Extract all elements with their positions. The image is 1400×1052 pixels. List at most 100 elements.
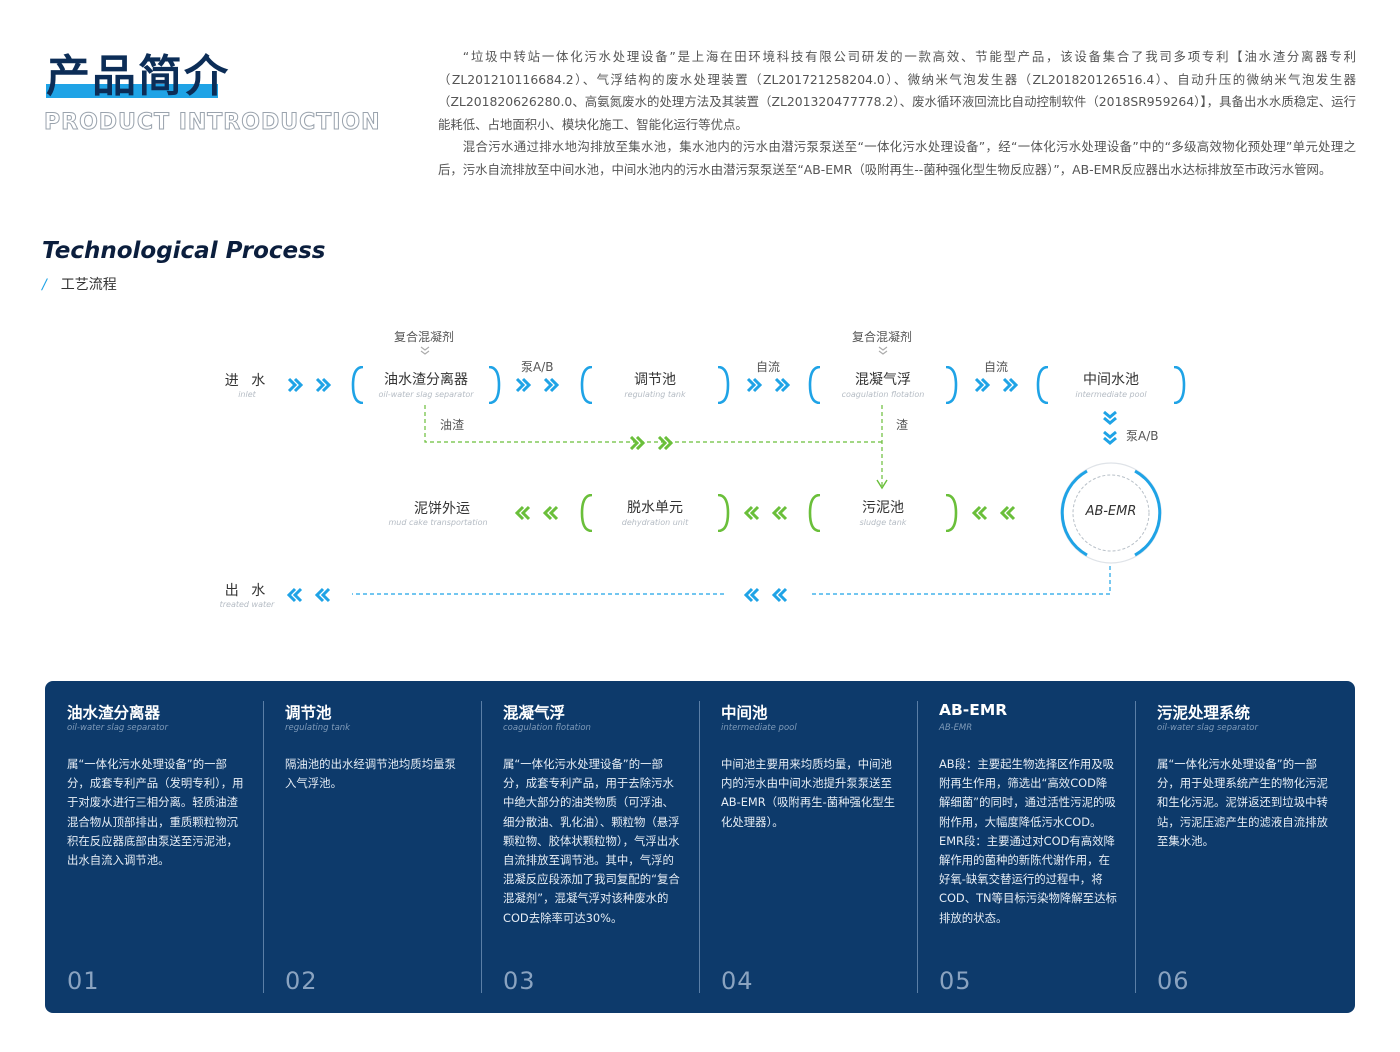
node-intermediate-en: intermediate pool — [1075, 389, 1147, 399]
column-title: 污泥处理系统 — [1157, 704, 1251, 722]
node-regulating: 调节池 regulating tank — [580, 366, 730, 404]
column-divider — [481, 701, 482, 993]
node-bracket — [580, 366, 730, 404]
inlet-label: 进 水 inlet — [202, 370, 292, 399]
node-sludge: 污泥池 sludge tank — [808, 494, 958, 532]
flow-label-1: 自流 — [756, 360, 781, 374]
title-underline-bar — [46, 84, 218, 98]
slag-label: 渣 — [896, 418, 909, 432]
node-sludge-cn: 污泥池 — [862, 499, 904, 516]
double-chevron-left-icon — [744, 587, 788, 603]
chevron-down-icon — [420, 346, 430, 355]
column-body: 隔油池的出水经调节池均质均量泵入气浮池。 — [285, 755, 463, 793]
node-dehydration: 脱水单元 dehydration unit — [580, 494, 730, 532]
column-title: 调节池 — [285, 704, 332, 722]
info-panel: 油水渣分离器 oil-water slag separator 属“一体化污水处… — [45, 681, 1355, 1013]
oil-slag-label: 油渣 — [440, 418, 465, 432]
pump-label-1: 泵A/B — [521, 360, 554, 374]
double-chevron-right-icon — [287, 377, 332, 393]
process-title: Technological Process — [42, 238, 326, 264]
column-body-paragraph: EMR段：主要通过对COD有高效降解作用的菌种的新陈代谢作用，在好氧-缺氧交替运… — [939, 833, 1117, 925]
outlet-cn: 出 水 — [224, 583, 270, 599]
info-column-2: 调节池 regulating tank 隔油池的出水经调节池均质均量泵入气浮池。… — [263, 681, 481, 1013]
flow-lines — [352, 405, 1111, 595]
mudcake-label: 泥饼外运 mud cake transportation — [388, 498, 488, 527]
double-chevron-left-icon — [744, 505, 788, 521]
intro-text: “垃圾中转站一体化污水处理设备”是上海在田环境科技有限公司研发的一款高效、节能型… — [438, 46, 1356, 181]
flow-label-2: 自流 — [984, 360, 1009, 374]
column-body: AB段：主要起生物选择区作用及吸附再生作用，筛选出“高效COD降解细菌”的同时，… — [939, 755, 1117, 928]
column-number: 02 — [285, 967, 318, 995]
node-abemr: AB-EMR — [1059, 461, 1163, 565]
column-subtitle: coagulation flotation — [503, 723, 591, 733]
node-bracket — [1036, 366, 1186, 404]
column-title: 中间池 — [721, 704, 768, 722]
column-title: 混凝气浮 — [503, 704, 566, 722]
column-subtitle: regulating tank — [285, 723, 351, 733]
column-subtitle: AB-EMR — [939, 723, 973, 733]
inlet-cn: 进 水 — [224, 373, 270, 389]
double-chevron-right-icon — [515, 377, 560, 393]
agent-label-2: 复合混凝剂 — [852, 330, 913, 344]
column-subtitle: oil-water slag separator — [1157, 723, 1258, 733]
column-number: 04 — [721, 967, 754, 995]
column-divider — [1135, 701, 1136, 993]
column-body: 属“一体化污水处理设备”的一部分，用于处理系统产生的物化污泥和生化污泥。泥饼返还… — [1157, 755, 1335, 851]
node-coagulation-en: coagulation flotation — [841, 389, 925, 399]
column-number: 05 — [939, 967, 972, 995]
column-title: AB-EMR — [939, 701, 1008, 719]
node-intermediate: 中间水池 intermediate pool — [1036, 366, 1186, 404]
info-column-1: 油水渣分离器 oil-water slag separator 属“一体化污水处… — [45, 681, 263, 1013]
column-body: 中间池主要用来均质均量，中间池内的污水由中间水池提升泵泵送至AB-EMR（吸附再… — [721, 755, 899, 832]
process-subtitle: /工艺流程 — [42, 274, 117, 294]
double-chevron-down-icon — [1103, 410, 1117, 445]
column-number: 01 — [67, 967, 100, 995]
chevron-down-icon — [878, 346, 888, 355]
double-chevron-right-icon — [746, 377, 791, 393]
mudcake-en: mud cake transportation — [388, 518, 488, 527]
intro-paragraph-2: 混合污水通过排水地沟排放至集水池，集水池内的污水由潜污泵泵送至“一体化污水处理设… — [438, 139, 1356, 177]
node-dehydration-cn: 脱水单元 — [627, 499, 683, 516]
double-chevron-left-icon — [972, 505, 1016, 521]
node-bracket — [580, 494, 730, 532]
node-separator-en: oil-water slag separator — [378, 389, 474, 399]
node-dehydration-en: dehydration unit — [621, 517, 689, 527]
outlet-dashed-line-right — [810, 566, 1111, 595]
node-separator-cn: 油水渣分离器 — [384, 371, 468, 388]
column-body-paragraph: 中间池主要用来均质均量，中间池内的污水由中间水池提升泵泵送至AB-EMR（吸附再… — [721, 757, 896, 829]
agent-label-1: 复合混凝剂 — [394, 330, 455, 344]
column-subtitle: intermediate pool — [721, 723, 797, 733]
node-regulating-cn: 调节池 — [634, 371, 676, 388]
node-regulating-en: regulating tank — [624, 389, 686, 399]
double-chevron-left-icon — [287, 587, 331, 603]
info-column-5: AB-EMR AB-EMR AB段：主要起生物选择区作用及吸附再生作用，筛选出“… — [917, 681, 1135, 1013]
outlet-label: 出 水 treated water — [202, 580, 292, 609]
page-title: 产品简介 — [46, 51, 230, 102]
column-divider — [699, 701, 700, 993]
double-chevron-right-icon — [629, 436, 674, 450]
column-body-paragraph: 属“一体化污水处理设备”的一部分，用于处理系统产生的物化污泥和生化污泥。泥饼返还… — [1157, 757, 1328, 848]
info-column-4: 中间池 intermediate pool 中间池主要用来均质均量，中间池内的污… — [699, 681, 917, 1013]
node-intermediate-cn: 中间水池 — [1083, 371, 1139, 388]
node-sludge-en: sludge tank — [859, 517, 907, 527]
outlet-en: treated water — [219, 600, 275, 609]
column-title: 油水渣分离器 — [67, 704, 161, 722]
column-divider — [263, 701, 264, 993]
node-coagulation-cn: 混凝气浮 — [855, 371, 911, 388]
column-body-paragraph: AB段：主要起生物选择区作用及吸附再生作用，筛选出“高效COD降解细菌”的同时，… — [939, 757, 1116, 829]
abemr-ring — [1060, 462, 1162, 564]
column-divider — [917, 701, 918, 993]
column-number: 03 — [503, 967, 536, 995]
double-chevron-left-icon — [515, 505, 559, 521]
intro-paragraph-1: “垃圾中转站一体化污水处理设备”是上海在田环境科技有限公司研发的一款高效、节能型… — [438, 49, 1356, 132]
column-body: 属“一体化污水处理设备”的一部分，成套专利产品，用于去除污水中绝大部分的油类物质… — [503, 755, 681, 928]
slag-arrowhead — [876, 479, 888, 490]
inlet-en: inlet — [238, 390, 256, 399]
node-bracket — [351, 366, 501, 404]
info-column-6: 污泥处理系统 oil-water slag separator 属“一体化污水处… — [1135, 681, 1355, 1013]
page-title-en: PRODUCT INTRODUCTION — [44, 110, 381, 136]
column-number: 06 — [1157, 967, 1190, 995]
mudcake-cn: 泥饼外运 — [414, 501, 470, 517]
column-subtitle: oil-water slag separator — [67, 723, 168, 733]
column-body-paragraph: 隔油池的出水经调节池均质均量泵入气浮池。 — [285, 757, 456, 791]
